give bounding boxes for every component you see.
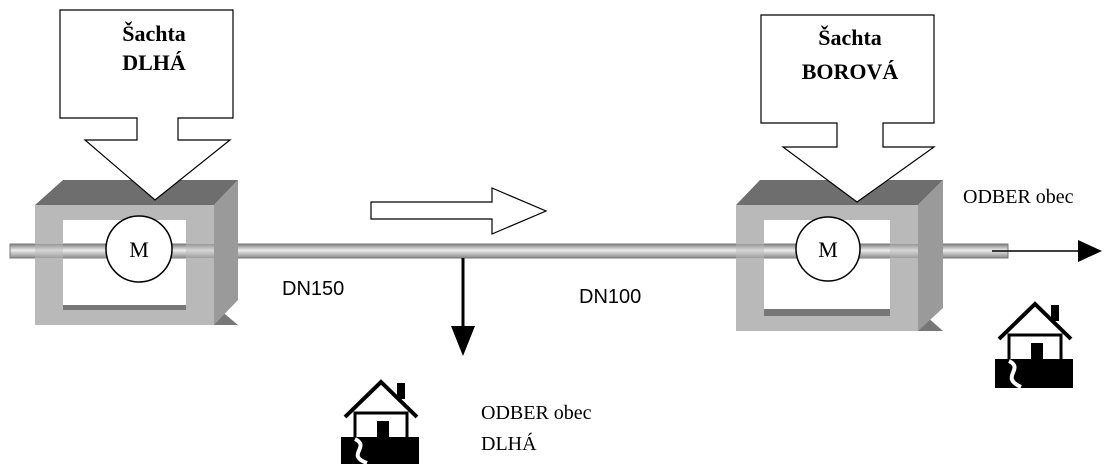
flow-direction-arrow-icon <box>370 187 548 235</box>
shaft-name-line1: Šachta <box>818 25 882 50</box>
shaft-callout-dlha: Šachta DLHÁ <box>59 9 234 201</box>
offtake-arrow-dlha <box>451 258 475 356</box>
water-meter-dlha: M <box>105 215 173 283</box>
meter-label: M <box>129 237 149 262</box>
meter-label: M <box>818 237 838 262</box>
offtake-label-dlha-line1: ODBER obec <box>481 402 592 424</box>
meter-box-dlha <box>35 180 238 325</box>
house-icon <box>995 301 1073 389</box>
shaft-name-line2: DLHÁ <box>122 50 186 75</box>
meter-box-borova <box>736 180 943 331</box>
house-icon <box>341 379 419 464</box>
offtake-label-obec: ODBER obec <box>963 186 1074 208</box>
offtake-label-dlha-line2: DLHÁ <box>481 432 537 455</box>
shaft-name-line2: BOROVÁ <box>802 59 899 84</box>
pipe-label-dn150: DN150 <box>282 278 344 300</box>
water-meter-borova: M <box>795 216 861 282</box>
pipe-label-dn100: DN100 <box>579 286 641 308</box>
shaft-callout-borova: Šachta BOROVÁ <box>760 14 936 203</box>
offtake-arrow-borova <box>992 240 1102 262</box>
shaft-name-line1: Šachta <box>122 21 186 46</box>
